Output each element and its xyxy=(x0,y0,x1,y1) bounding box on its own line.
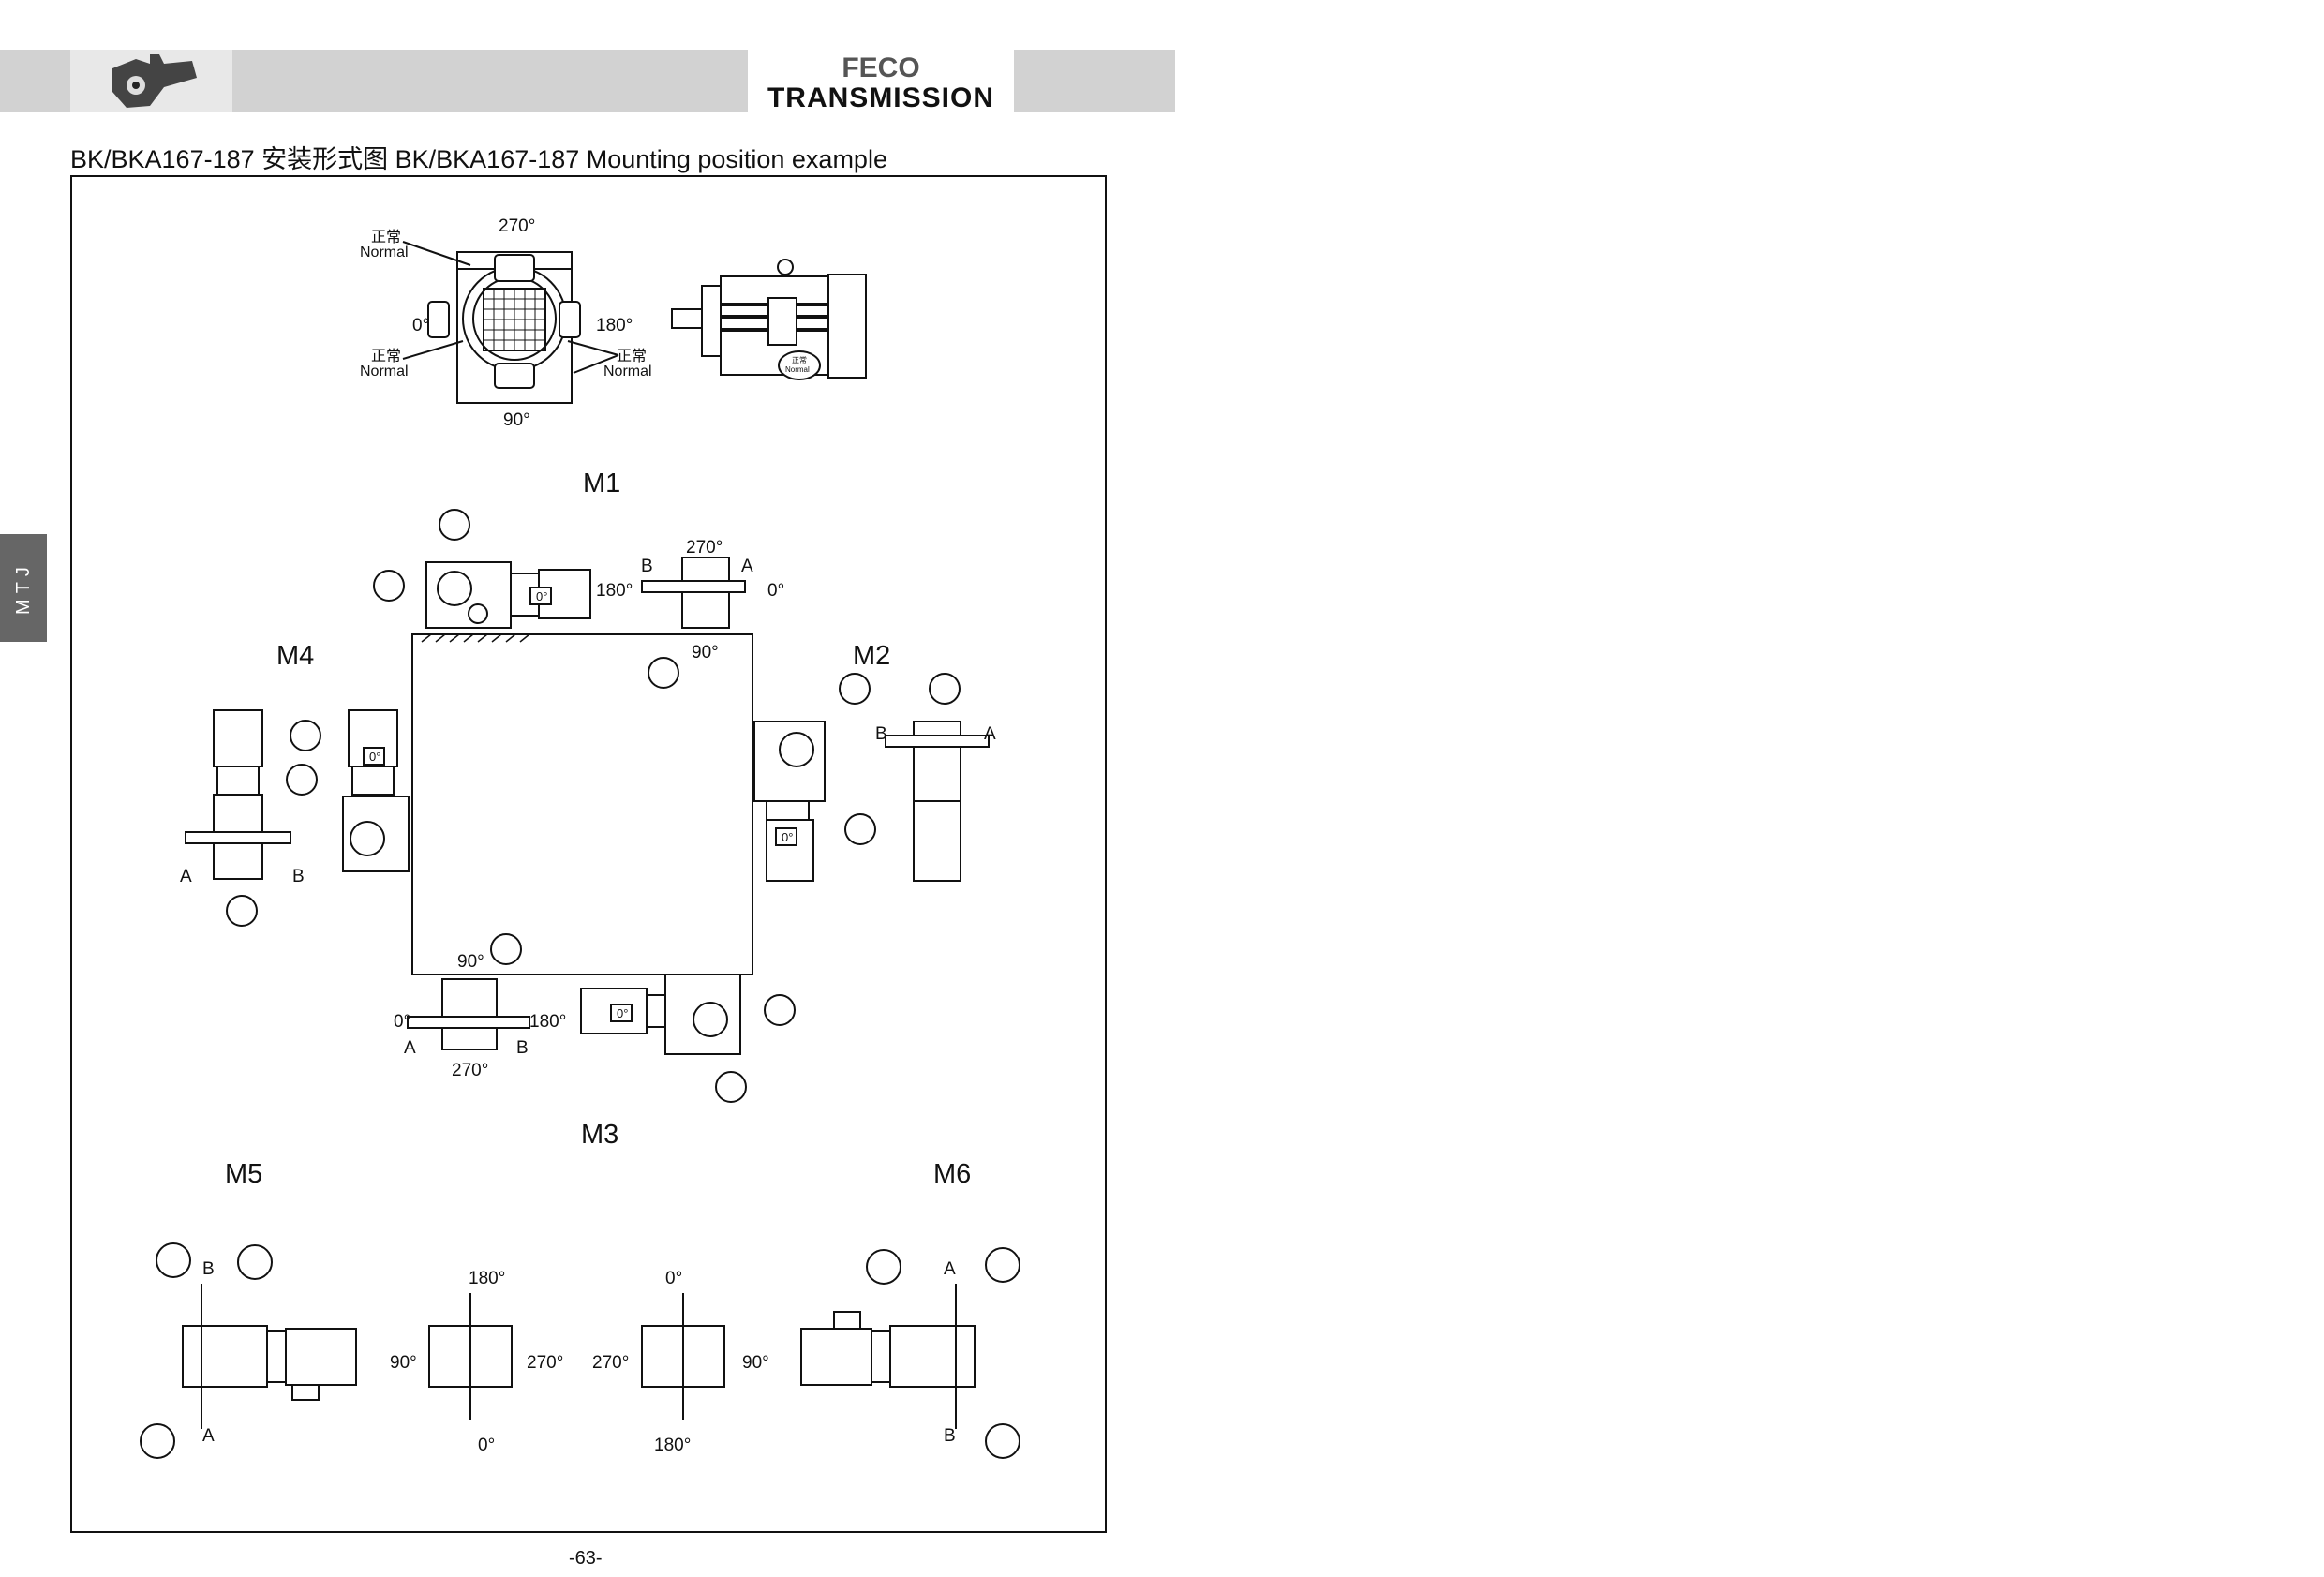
brand-logo: FECO TRANSMISSION xyxy=(748,50,1014,113)
position-m4-label: M4 xyxy=(276,641,314,671)
m1-angle-270: 270° xyxy=(686,538,723,558)
m5-angle-0: 0° xyxy=(478,1436,495,1455)
m4-label-a: A xyxy=(180,867,192,886)
position-m3-label: M3 xyxy=(581,1120,618,1150)
m4-gearmotor: 0° M4 A B xyxy=(180,641,410,927)
m2-motor-angle: 0° xyxy=(782,830,793,844)
m4-label-b: B xyxy=(292,867,305,886)
position-m1-label: M1 xyxy=(583,469,620,498)
m4-motor-angle: 0° xyxy=(369,750,380,764)
angle-0-label: 0° xyxy=(412,316,429,335)
product-thumbnail xyxy=(70,50,232,112)
normal-en-label: Normal xyxy=(360,364,409,379)
m6-angle-90: 90° xyxy=(742,1353,769,1373)
angle-270-label: 270° xyxy=(499,216,535,236)
normal-zh-label: 正常 xyxy=(617,348,647,364)
angle-90-label: 90° xyxy=(503,410,530,430)
m1-angle-90: 90° xyxy=(692,643,719,662)
normal-zh-label: 正常 xyxy=(792,356,807,364)
m3-gearmotor: 0° 90° 0° 180° A B 270° xyxy=(394,933,796,1103)
m5-label-b: B xyxy=(202,1259,215,1279)
diagram-frame xyxy=(70,175,1107,1533)
position-m2-label: M2 xyxy=(853,641,890,671)
m2-gearmotor: 0° M2 B A xyxy=(753,641,996,882)
m1-angle-0: 0° xyxy=(767,581,784,601)
m5-angle-180: 180° xyxy=(469,1269,505,1288)
angle-180-label: 180° xyxy=(596,316,633,335)
m2-label-b: B xyxy=(875,724,887,744)
normal-en-label: Normal xyxy=(360,245,409,260)
normal-zh-label: 正常 xyxy=(371,229,401,245)
motor-side-view: 正常 Normal xyxy=(671,259,867,380)
m3-angle-0: 0° xyxy=(394,1012,410,1032)
m6-angle-180: 180° xyxy=(654,1436,691,1455)
m5-label-a: A xyxy=(202,1426,215,1446)
m3-motor-angle: 0° xyxy=(617,1006,628,1020)
m1-label-a: A xyxy=(741,557,753,576)
reference-square xyxy=(411,633,753,975)
m5-angle-90: 90° xyxy=(390,1353,417,1373)
header-band xyxy=(232,50,748,112)
normal-en-label: Normal xyxy=(603,364,652,379)
m5-gearmotor: B A 180° 90° 270° 0° xyxy=(140,1242,563,1459)
m6-gearmotor: 0° 270° 90° 180° A B xyxy=(592,1247,1020,1459)
m2-label-a: A xyxy=(984,724,996,744)
terminal-box-view: 270° 0° 180° 90° 正常 Normal 正常 Normal 正常 … xyxy=(360,216,652,430)
m1-motor-angle: 0° xyxy=(536,589,547,603)
position-m5-label: M5 xyxy=(225,1159,262,1189)
page-title: BK/BKA167-187 安装形式图 BK/BKA167-187 Mounti… xyxy=(70,145,887,173)
page-number: -63- xyxy=(569,1548,603,1569)
m1-gearmotor: 270° B A 180° 0° 90° 0° xyxy=(373,509,784,689)
m6-label-a: A xyxy=(944,1259,956,1279)
m3-label-b: B xyxy=(516,1038,529,1058)
normal-en-label: Normal xyxy=(785,365,810,374)
m3-angle-90: 90° xyxy=(457,952,484,972)
m5-angle-270: 270° xyxy=(527,1353,563,1373)
header-band xyxy=(0,50,70,112)
m1-label-b: B xyxy=(641,557,653,576)
m6-angle-270: 270° xyxy=(592,1353,629,1373)
gearmotor-image xyxy=(112,54,197,108)
section-tab[interactable]: MTJ xyxy=(0,534,47,642)
brand-subtitle: TRANSMISSION xyxy=(767,82,994,113)
m6-label-b: B xyxy=(944,1426,956,1446)
m6-angle-0: 0° xyxy=(665,1269,682,1288)
brand-name: FECO xyxy=(842,52,920,83)
header-band xyxy=(1014,50,1175,112)
normal-zh-label: 正常 xyxy=(371,348,401,364)
m3-angle-270: 270° xyxy=(452,1061,488,1080)
m1-angle-180: 180° xyxy=(596,581,633,601)
m3-angle-180: 180° xyxy=(529,1012,566,1032)
position-m6-label: M6 xyxy=(933,1159,971,1189)
m3-label-a: A xyxy=(404,1038,416,1058)
